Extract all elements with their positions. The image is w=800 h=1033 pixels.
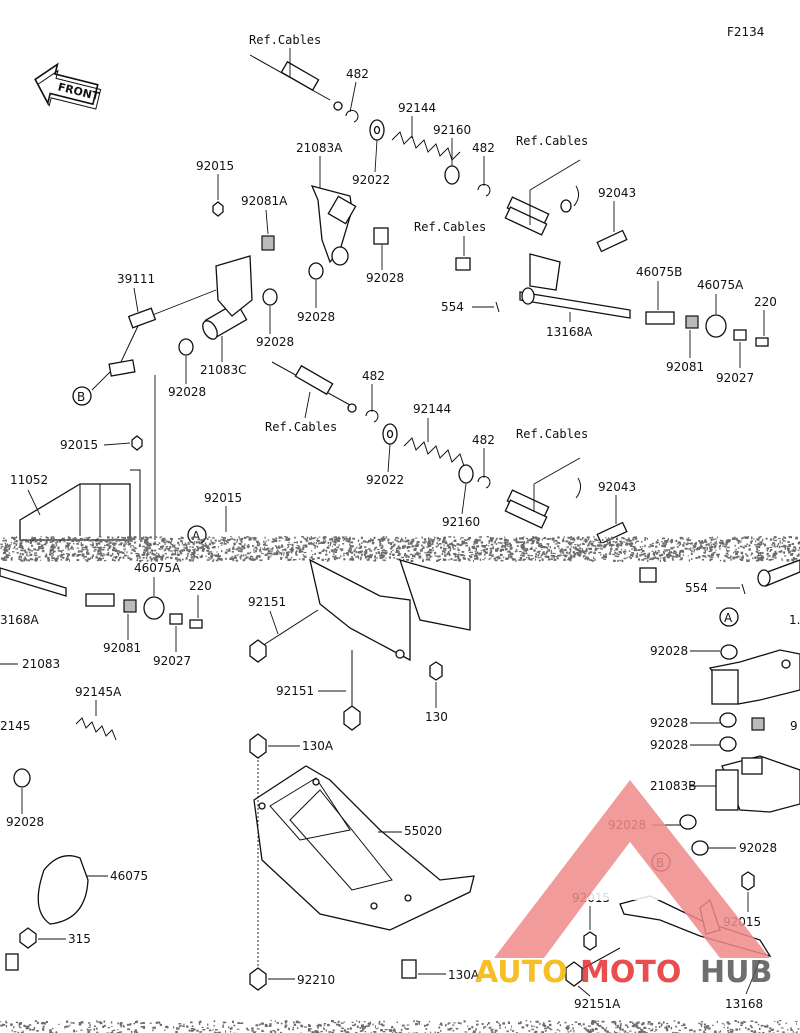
callout-21083b: 21083B (650, 779, 696, 793)
callout-92144-2: 92144 (413, 402, 451, 416)
callout-92160-1: 92160 (433, 123, 471, 137)
callout-13168a-1: 13168A (546, 325, 593, 339)
callout-92043-1: 92043 (598, 186, 636, 200)
automotohub-watermark: AUTO MOTO HUB (475, 780, 772, 990)
callout-92022-2: 92022 (366, 473, 404, 487)
shaft-13168a-upper (519, 253, 631, 319)
callout-55020: 55020 (404, 824, 442, 838)
callout-92145a: 92145A (75, 685, 122, 699)
callout-92028-1: 92028 (366, 271, 404, 285)
spring-92145a (75, 717, 117, 741)
shaft-13168-lower-right (639, 559, 800, 595)
bolt-92151-2 (343, 650, 361, 731)
callout-130a-1: 130A (302, 739, 334, 753)
figure-code: F2134 (727, 25, 764, 39)
callout-220-2: 220 (189, 579, 212, 593)
cable-rod-upper (249, 54, 343, 111)
callout-92028-10: 92028 (739, 841, 777, 855)
callout-92151-1: 92151 (248, 595, 286, 609)
shaft-13168a-lower (0, 567, 203, 629)
torn-bottom-edge (0, 1020, 800, 1033)
watermark-moto: MOTO (580, 955, 681, 990)
callout-21083: 21083 (22, 657, 60, 671)
callout-130a-2: 130A (448, 968, 480, 982)
callout-ref-cables-5: Ref.Cables (516, 427, 588, 441)
callout-92144-1: 92144 (398, 101, 436, 115)
spring-92144-lower (403, 437, 465, 467)
callout-ref-cables-4: Ref.Cables (265, 420, 337, 434)
bracket-21083a (310, 185, 357, 266)
callout-554-2: 554 (685, 581, 708, 595)
callout-482-2: 482 (472, 141, 495, 155)
callout-ref-cables-3: Ref.Cables (414, 220, 486, 234)
callout-92081-1: 92081 (666, 360, 704, 374)
skid-plate-55020 (253, 760, 475, 970)
callout-46075a-1: 46075A (697, 278, 744, 292)
callout-315: 315 (68, 932, 91, 946)
callout-a-1: A (192, 529, 201, 543)
callout-92015-1: 92015 (196, 159, 234, 173)
callout-39111: 39111 (117, 272, 155, 286)
cable-clamp-lower (504, 477, 582, 529)
callout-a-2: A (724, 611, 733, 625)
pedal-46075 (37, 855, 89, 925)
callout-92028-8: 92028 (650, 738, 688, 752)
callout-92015-3: 92015 (204, 491, 242, 505)
bracket-lower-center (309, 558, 471, 662)
callout-11052: 11052 (10, 473, 48, 487)
watermark-auto: AUTO (475, 955, 568, 990)
bolt-92151a (565, 947, 621, 987)
callout-92028-5: 92028 (6, 815, 44, 829)
callout-46075a-2: 46075A (134, 561, 181, 575)
torn-band (0, 536, 800, 563)
watermark-hub: HUB (700, 955, 772, 990)
callout-92027-2: 92027 (153, 654, 191, 668)
cable-rod-middle (271, 361, 357, 413)
callout-2145: 2145 (0, 719, 31, 733)
callout-92022-1: 92022 (352, 173, 390, 187)
callout-1x: 1. (789, 613, 800, 627)
bolt-92151-1 (249, 609, 319, 663)
callout-92160-2: 92160 (442, 515, 480, 529)
callout-92081a: 92081A (241, 194, 288, 208)
callout-92028-2: 92028 (297, 310, 335, 324)
callout-92027-1: 92027 (716, 371, 754, 385)
callout-92151-2: 92151 (276, 684, 314, 698)
callout-ref-cables-1: Ref.Cables (249, 33, 321, 47)
callout-46075: 46075 (110, 869, 148, 883)
link-rod-39111 (108, 255, 253, 377)
callout-130-1: 130 (425, 710, 448, 724)
callout-13168a-2: 3168A (0, 613, 40, 627)
callout-92028-4: 92028 (168, 385, 206, 399)
callout-92043-2: 92043 (598, 480, 636, 494)
callout-ref-cables-2: Ref.Cables (516, 134, 588, 148)
callout-92210: 92210 (297, 973, 335, 987)
callout-13168: 13168 (725, 997, 763, 1011)
callout-9x: 9 (790, 719, 798, 733)
callout-92151a: 92151A (574, 997, 621, 1011)
bracket-21083b (715, 755, 800, 813)
callout-21083c: 21083C (200, 363, 247, 377)
callout-92028-3: 92028 (256, 335, 294, 349)
callout-21083a: 21083A (296, 141, 343, 155)
callout-554-1: 554 (441, 300, 464, 314)
callout-482-3: 482 (362, 369, 385, 383)
callout-92015-2: 92015 (60, 438, 98, 452)
callout-92028-7: 92028 (650, 716, 688, 730)
callout-b-1: B (77, 390, 85, 404)
callout-46075b: 46075B (636, 265, 682, 279)
callout-482-1: 482 (346, 67, 369, 81)
callout-220-1: 220 (754, 295, 777, 309)
callout-92081-2: 92081 (103, 641, 141, 655)
front-arrow-icon: FRONT (34, 62, 102, 110)
spring-92144-upper (391, 131, 461, 161)
bracket-right-upper (708, 649, 800, 705)
frame-11052 (19, 375, 156, 541)
cable-clamp-upper (504, 185, 580, 236)
callout-482-4: 482 (472, 433, 495, 447)
callout-92028-6: 92028 (650, 644, 688, 658)
